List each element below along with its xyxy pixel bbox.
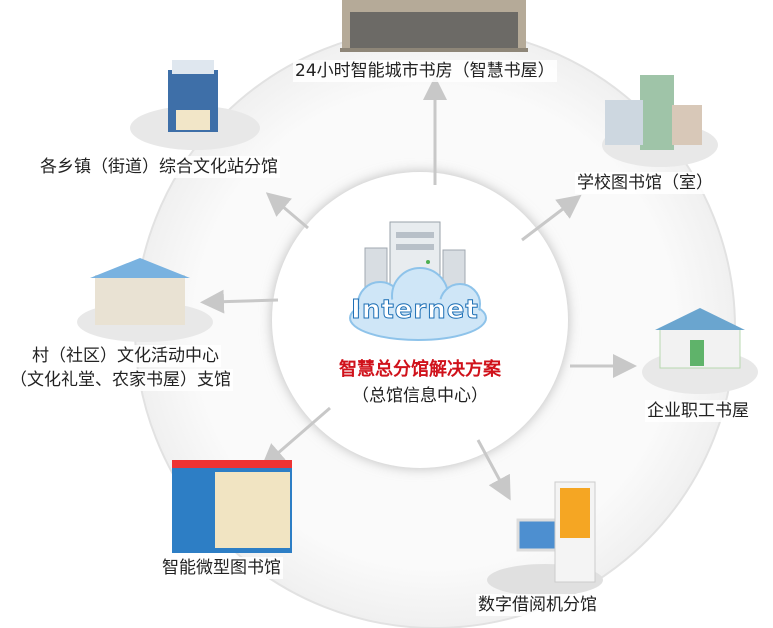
center-title: 智慧总分馆解决方案 — [339, 359, 501, 380]
arrow-left — [200, 289, 279, 314]
label-town-branch: 各乡镇（街道）综合文化站分馆 — [38, 156, 280, 178]
center-subtitle: （总馆信息中心） — [352, 386, 488, 406]
city-bookroom-illustration — [340, 0, 528, 52]
label-village-center-2: （文化礼堂、农家书屋）支馆 — [8, 369, 233, 391]
arrow-downright — [476, 439, 511, 501]
label-school-library: 学校图书馆（室） — [575, 172, 715, 194]
school-illustration — [602, 75, 718, 167]
label-micro-library: 智能微型图书馆 — [160, 557, 283, 579]
arrow-upleft — [265, 192, 309, 230]
village-center-illustration — [77, 258, 213, 342]
label-digital-kiosk: 数字借阅机分馆 — [476, 594, 599, 616]
label-enterprise-bookroom: 企业职工书屋 — [645, 400, 751, 422]
digital-kiosk-illustration — [487, 481, 603, 596]
micro-library-illustration — [172, 460, 292, 553]
cloud-icon — [349, 267, 487, 341]
label-village-center-1: 村（社区）文化活动中心 — [30, 345, 221, 367]
town-branch-illustration — [130, 60, 260, 150]
arrow-downleft — [260, 406, 331, 468]
internet-label: Internet — [351, 295, 479, 326]
enterprise-illustration — [642, 308, 758, 394]
arrow-upright — [521, 194, 582, 242]
label-city-bookroom: 24小时智能城市书房（智慧书屋） — [293, 60, 557, 82]
